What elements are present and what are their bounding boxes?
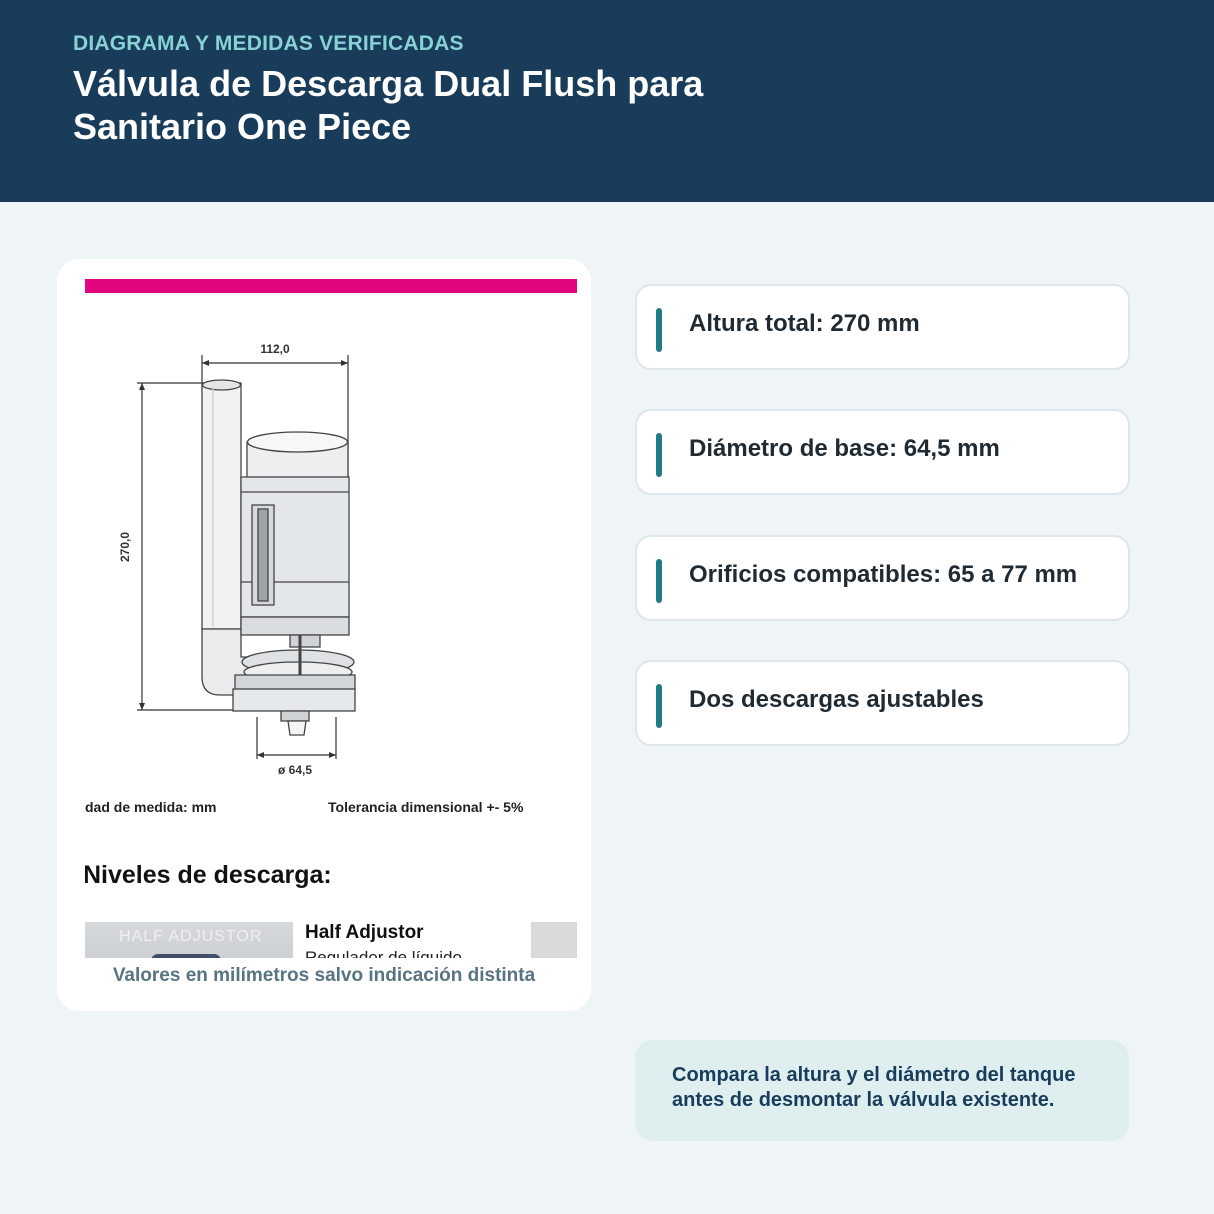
adjustor-knob <box>151 954 221 958</box>
spec-card-holes: Orificios compatibles: 65 a 77 mm <box>635 535 1130 621</box>
diagram-card: 112,0 270,0 ø 64,5 dad de medida: mm Tol… <box>57 259 591 1011</box>
page-header: DIAGRAMA Y MEDIDAS VERIFICADAS Válvula d… <box>0 0 1214 202</box>
adjustor-subtitle: Regulador de líquido <box>305 948 462 958</box>
base-dimension-label: ø 64,5 <box>278 763 312 777</box>
unit-note: dad de medida: mm <box>85 799 217 815</box>
spec-card-flush: Dos descargas ajustables <box>635 660 1130 746</box>
spec-label: Diámetro de base: 64,5 mm <box>689 435 1000 462</box>
product-diagram-image: 112,0 270,0 ø 64,5 dad de medida: mm Tol… <box>85 277 577 958</box>
tolerance-note: Tolerancia dimensional +- 5% <box>328 799 524 815</box>
width-dimension-label: 112,0 <box>260 342 290 356</box>
spec-accent-bar <box>656 308 662 352</box>
spec-label: Orificios compatibles: 65 a 77 mm <box>689 561 1078 588</box>
tip-box: Compara la altura y el diámetro del tanq… <box>635 1040 1129 1141</box>
spec-label: Dos descargas ajustables <box>689 686 984 713</box>
thumbnail-text: HALF ADJUSTOR <box>119 928 263 945</box>
height-dimension-label: 270,0 <box>118 532 132 562</box>
eyebrow-label: DIAGRAMA Y MEDIDAS VERIFICADAS <box>73 32 464 55</box>
spec-card-diameter: Diámetro de base: 64,5 mm <box>635 409 1130 495</box>
tip-text: Compara la altura y el diámetro del tanq… <box>672 1064 1076 1111</box>
spec-accent-bar <box>656 433 662 477</box>
spec-accent-bar <box>656 684 662 728</box>
page-title: Válvula de Descarga Dual Flush para Sani… <box>73 63 704 147</box>
second-thumbnail <box>531 922 577 958</box>
image-caption: Valores en milímetros salvo indicación d… <box>112 965 536 986</box>
valve-diagram: 112,0 270,0 ø 64,5 <box>118 342 356 777</box>
adjustor-thumbnail: HALF ADJUSTOR <box>85 922 293 958</box>
spec-accent-bar <box>656 559 662 603</box>
adjustor-title: Half Adjustor <box>305 922 424 943</box>
spec-card-height: Altura total: 270 mm <box>635 284 1130 370</box>
brand-stripe <box>85 279 577 293</box>
spec-label: Altura total: 270 mm <box>689 310 920 337</box>
flush-levels-heading: Niveles de descarga: <box>85 861 332 889</box>
